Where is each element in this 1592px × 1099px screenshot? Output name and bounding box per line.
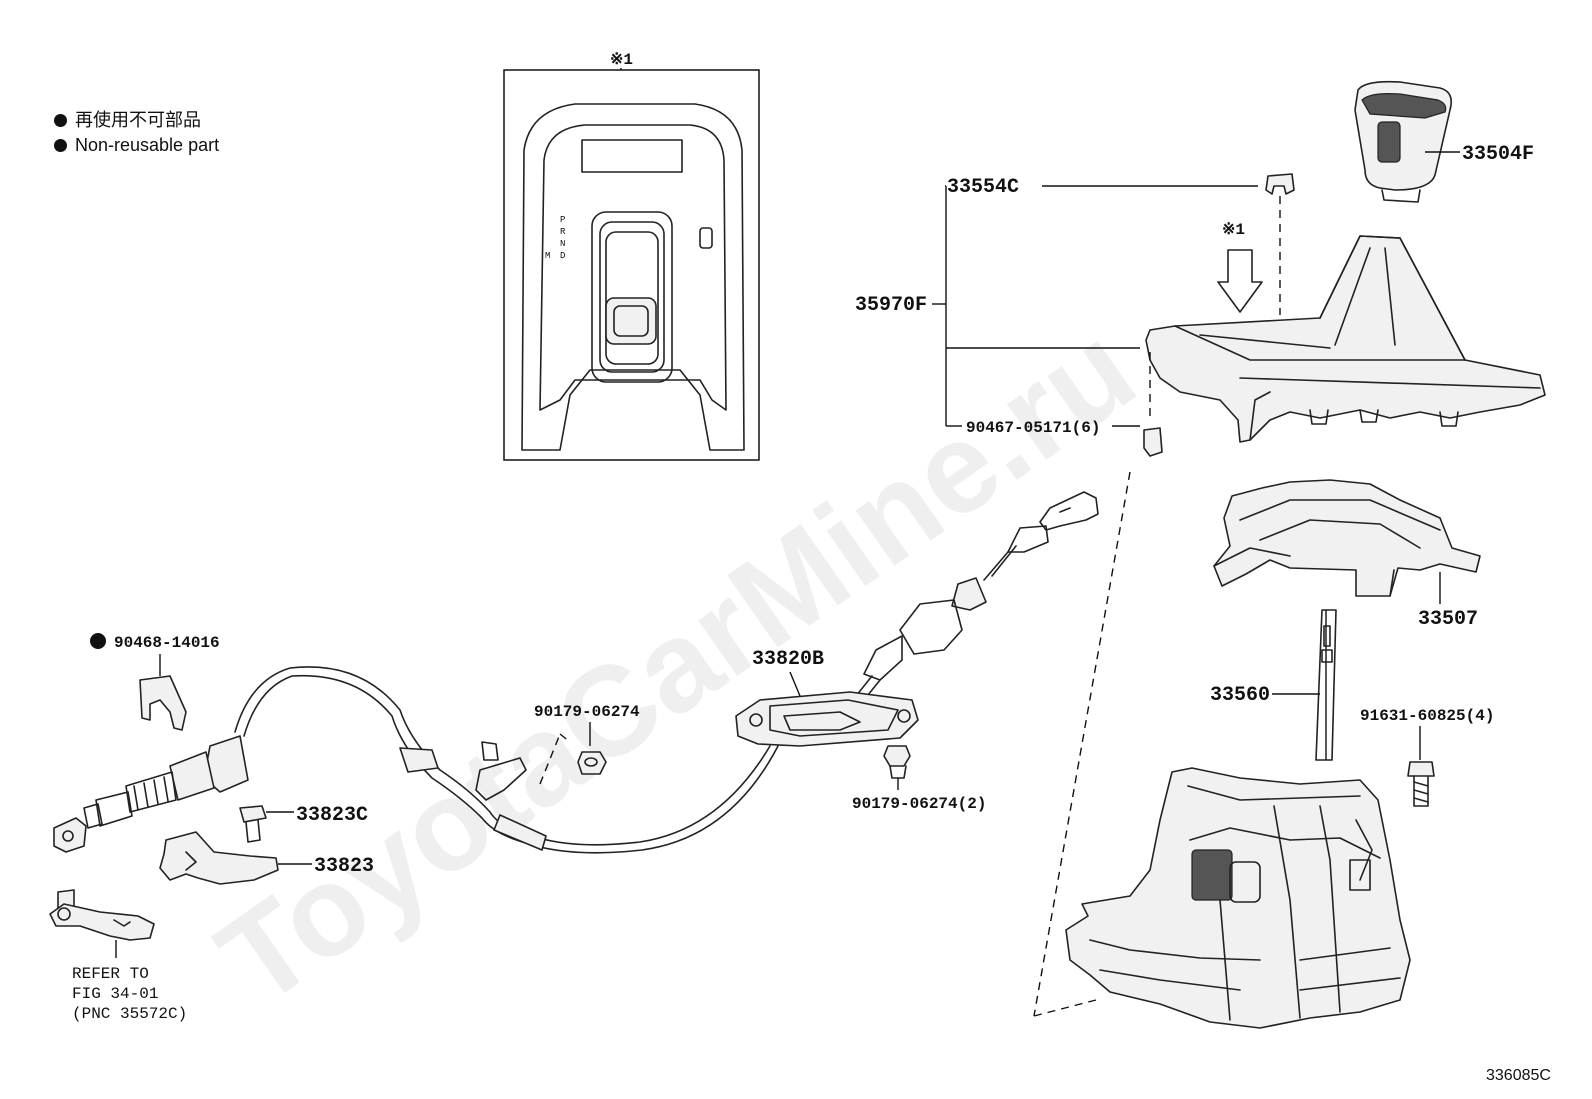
label-90467-05171: 90467-05171(6) [966, 419, 1100, 437]
refer-note: REFER TO FIG 34-01 (PNC 35572C) [72, 965, 187, 1023]
non-reusable-dot-icon [54, 114, 67, 127]
figure-id: 336085C [1486, 1067, 1551, 1084]
watermark-text: ToyotaCarMine.ru [194, 297, 1160, 1033]
shift-lever-assembly-33560: 33560 [1065, 609, 1411, 1029]
refer-line-3: (PNC 35572C) [72, 1005, 187, 1023]
clip-90467-05171 [1143, 427, 1163, 457]
label-90468-14016: 90468-14016 [114, 634, 220, 652]
non-reusable-dot-icon [54, 139, 67, 152]
label-33504F: 33504F [1462, 143, 1534, 166]
svg-text:D: D [560, 251, 565, 261]
legend: 再使用不可部品 Non-reusable part [54, 108, 219, 158]
svg-text:P: P [560, 215, 565, 225]
cable-grommet-33820B [735, 691, 919, 747]
label-33507: 33507 [1418, 608, 1478, 631]
nut-90179-06274-x2: 90179-06274(2) [852, 745, 986, 813]
bolt-91631-60825: 91631-60825(4) [1360, 707, 1494, 807]
console-panel-outline [521, 103, 745, 451]
transmission-control-lever [49, 889, 155, 958]
refer-line-1: REFER TO [72, 965, 149, 983]
detail-marker-label: ※1 [610, 51, 633, 69]
label-33823C: 33823C [296, 804, 368, 827]
label-33554C: 33554C [947, 176, 1019, 199]
nut-90179-06274: 90179-06274 [534, 703, 640, 775]
shift-knob-top-view [605, 297, 657, 345]
label-35970F: 35970F [855, 294, 927, 317]
bracket-33507: 33507 [1213, 479, 1481, 631]
detail-view-box: ※1 P R N D M [503, 51, 760, 461]
shift-indicator-housing-35970F [1145, 235, 1546, 443]
svg-text:N: N [560, 239, 565, 249]
clip-90468-14016: 90468-14016 [90, 633, 220, 731]
shift-cable: 33820B [53, 491, 1099, 854]
label-90179-06274: 90179-06274 [534, 703, 640, 721]
label-group-35970F: 33554C 35970F 90467-05171(6) [855, 176, 1258, 437]
legend-row-japanese: 再使用不可部品 [54, 108, 219, 133]
shift-pattern-labels: P R N D M [545, 215, 566, 261]
legend-row-english: Non-reusable part [54, 133, 219, 158]
label-91631-60825: 91631-60825(4) [1360, 707, 1494, 725]
label-33820B: 33820B [752, 648, 824, 671]
clip-33554C [1265, 173, 1295, 195]
bolt-33823C: 33823C [239, 804, 368, 843]
legend-english-text: Non-reusable part [75, 135, 220, 155]
non-reusable-dot-icon [90, 633, 106, 649]
svg-text:R: R [560, 227, 566, 237]
shift-knob-33504F: 33504F [1354, 80, 1534, 203]
refer-line-2: FIG 34-01 [72, 985, 158, 1003]
bracket-33823: 33823 [159, 831, 374, 885]
label-33823: 33823 [314, 855, 374, 878]
label-90179-06274-2: 90179-06274(2) [852, 795, 986, 813]
shifter-gate [591, 211, 673, 383]
label-33560: 33560 [1210, 684, 1270, 707]
svg-text:M: M [545, 251, 550, 261]
detail-frame [503, 69, 760, 461]
svg-text:※1: ※1 [1222, 221, 1245, 239]
legend-japanese-text: 再使用不可部品 [75, 110, 201, 130]
detail-arrow: ※1 [1217, 221, 1263, 313]
